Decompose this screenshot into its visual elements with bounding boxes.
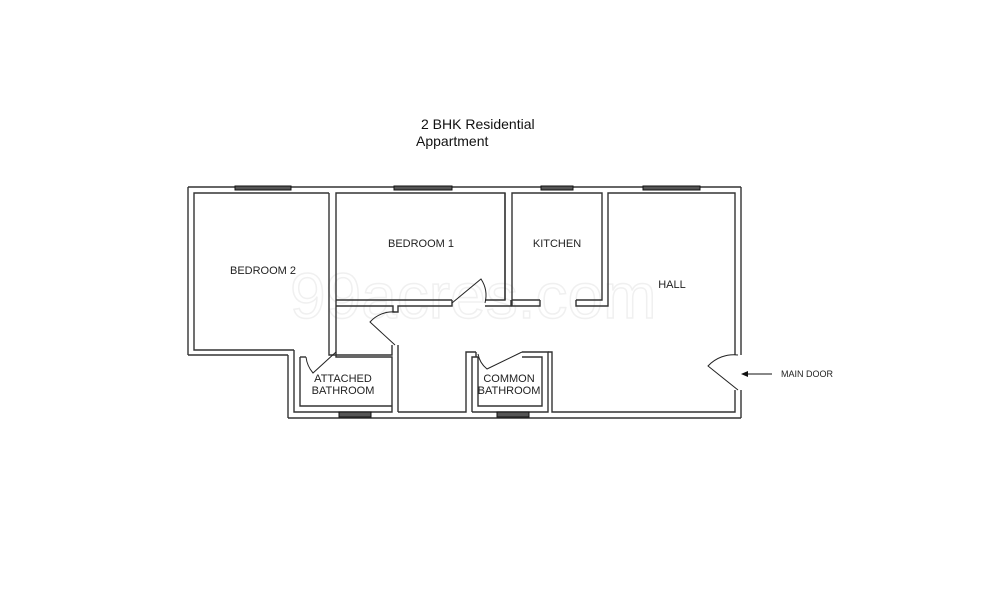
window-kitchen <box>540 185 574 191</box>
room-label-attached-bathroom-line-2: BATHROOM <box>312 385 375 397</box>
room-label-hall: HALL <box>658 279 686 291</box>
window-bedroom-1 <box>393 185 453 191</box>
room-label-kitchen: KITCHEN <box>533 238 581 250</box>
room-label-bedroom-2: BEDROOM 2 <box>230 265 296 277</box>
room-label-attached-bathroom-line-1: ATTACHED <box>314 373 372 385</box>
window-common-bathroom <box>496 411 530 418</box>
door-bedroom-1 <box>451 278 487 304</box>
doors <box>305 278 739 391</box>
door-main <box>707 354 739 391</box>
door-bedroom-2 <box>369 311 396 346</box>
main-door-label: MAIN DOOR <box>781 369 834 379</box>
plan-title-line-2: Appartment <box>416 133 489 149</box>
room-label-common-bathroom-line-2: BATHROOM <box>478 385 541 397</box>
plan-title: 2 BHK Residential Appartment <box>416 116 535 150</box>
window-attached-bathroom <box>338 411 372 418</box>
interior-walls <box>293 193 609 413</box>
window-hall <box>642 185 701 191</box>
room-labels: BEDROOM 2 BEDROOM 1 KITCHEN HALL ATTACHE… <box>230 238 686 397</box>
main-door-annotation: MAIN DOOR <box>741 369 834 379</box>
windows <box>234 185 701 418</box>
door-common-bathroom <box>477 351 523 370</box>
watermark: 99acres.com <box>290 260 656 332</box>
room-label-common-bathroom-line-1: COMMON <box>483 373 534 385</box>
room-label-bedroom-1: BEDROOM 1 <box>388 238 454 250</box>
window-bedroom-2 <box>234 185 292 191</box>
plan-title-line-1: 2 BHK Residential <box>421 116 535 132</box>
arrow-left-icon <box>741 371 748 377</box>
door-attached-bathroom <box>305 351 337 374</box>
